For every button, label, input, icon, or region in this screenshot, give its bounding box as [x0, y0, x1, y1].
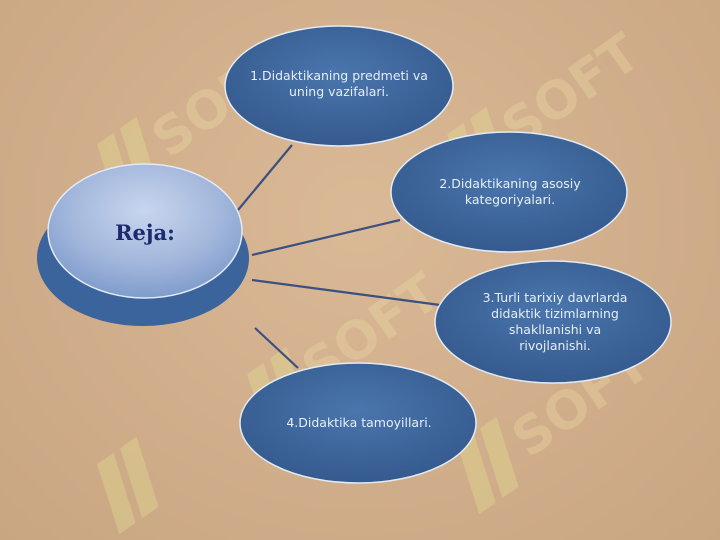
node-1 — [224, 25, 454, 147]
center-label: Reja: — [115, 219, 175, 245]
connector-2 — [251, 218, 401, 257]
watermark-logo-bottom-left — [97, 436, 159, 535]
node-3 — [434, 260, 672, 384]
connector-4 — [254, 327, 299, 369]
node-1-label: 1.Didaktikaning predmeti va uning vazifa… — [250, 68, 428, 99]
connector-3 — [251, 278, 441, 307]
connector-1 — [237, 144, 293, 211]
node-4 — [239, 362, 477, 484]
node-2 — [390, 131, 628, 253]
node-2-label: 2.Didaktikaning asosiy kategoriyalari. — [439, 176, 581, 207]
node-3-label: 3.Turli tarixiy davrlarda didaktik tizim… — [482, 290, 628, 353]
center-node — [37, 163, 249, 326]
node-4-label: 4.Didaktika tamoyillari. — [286, 415, 432, 430]
